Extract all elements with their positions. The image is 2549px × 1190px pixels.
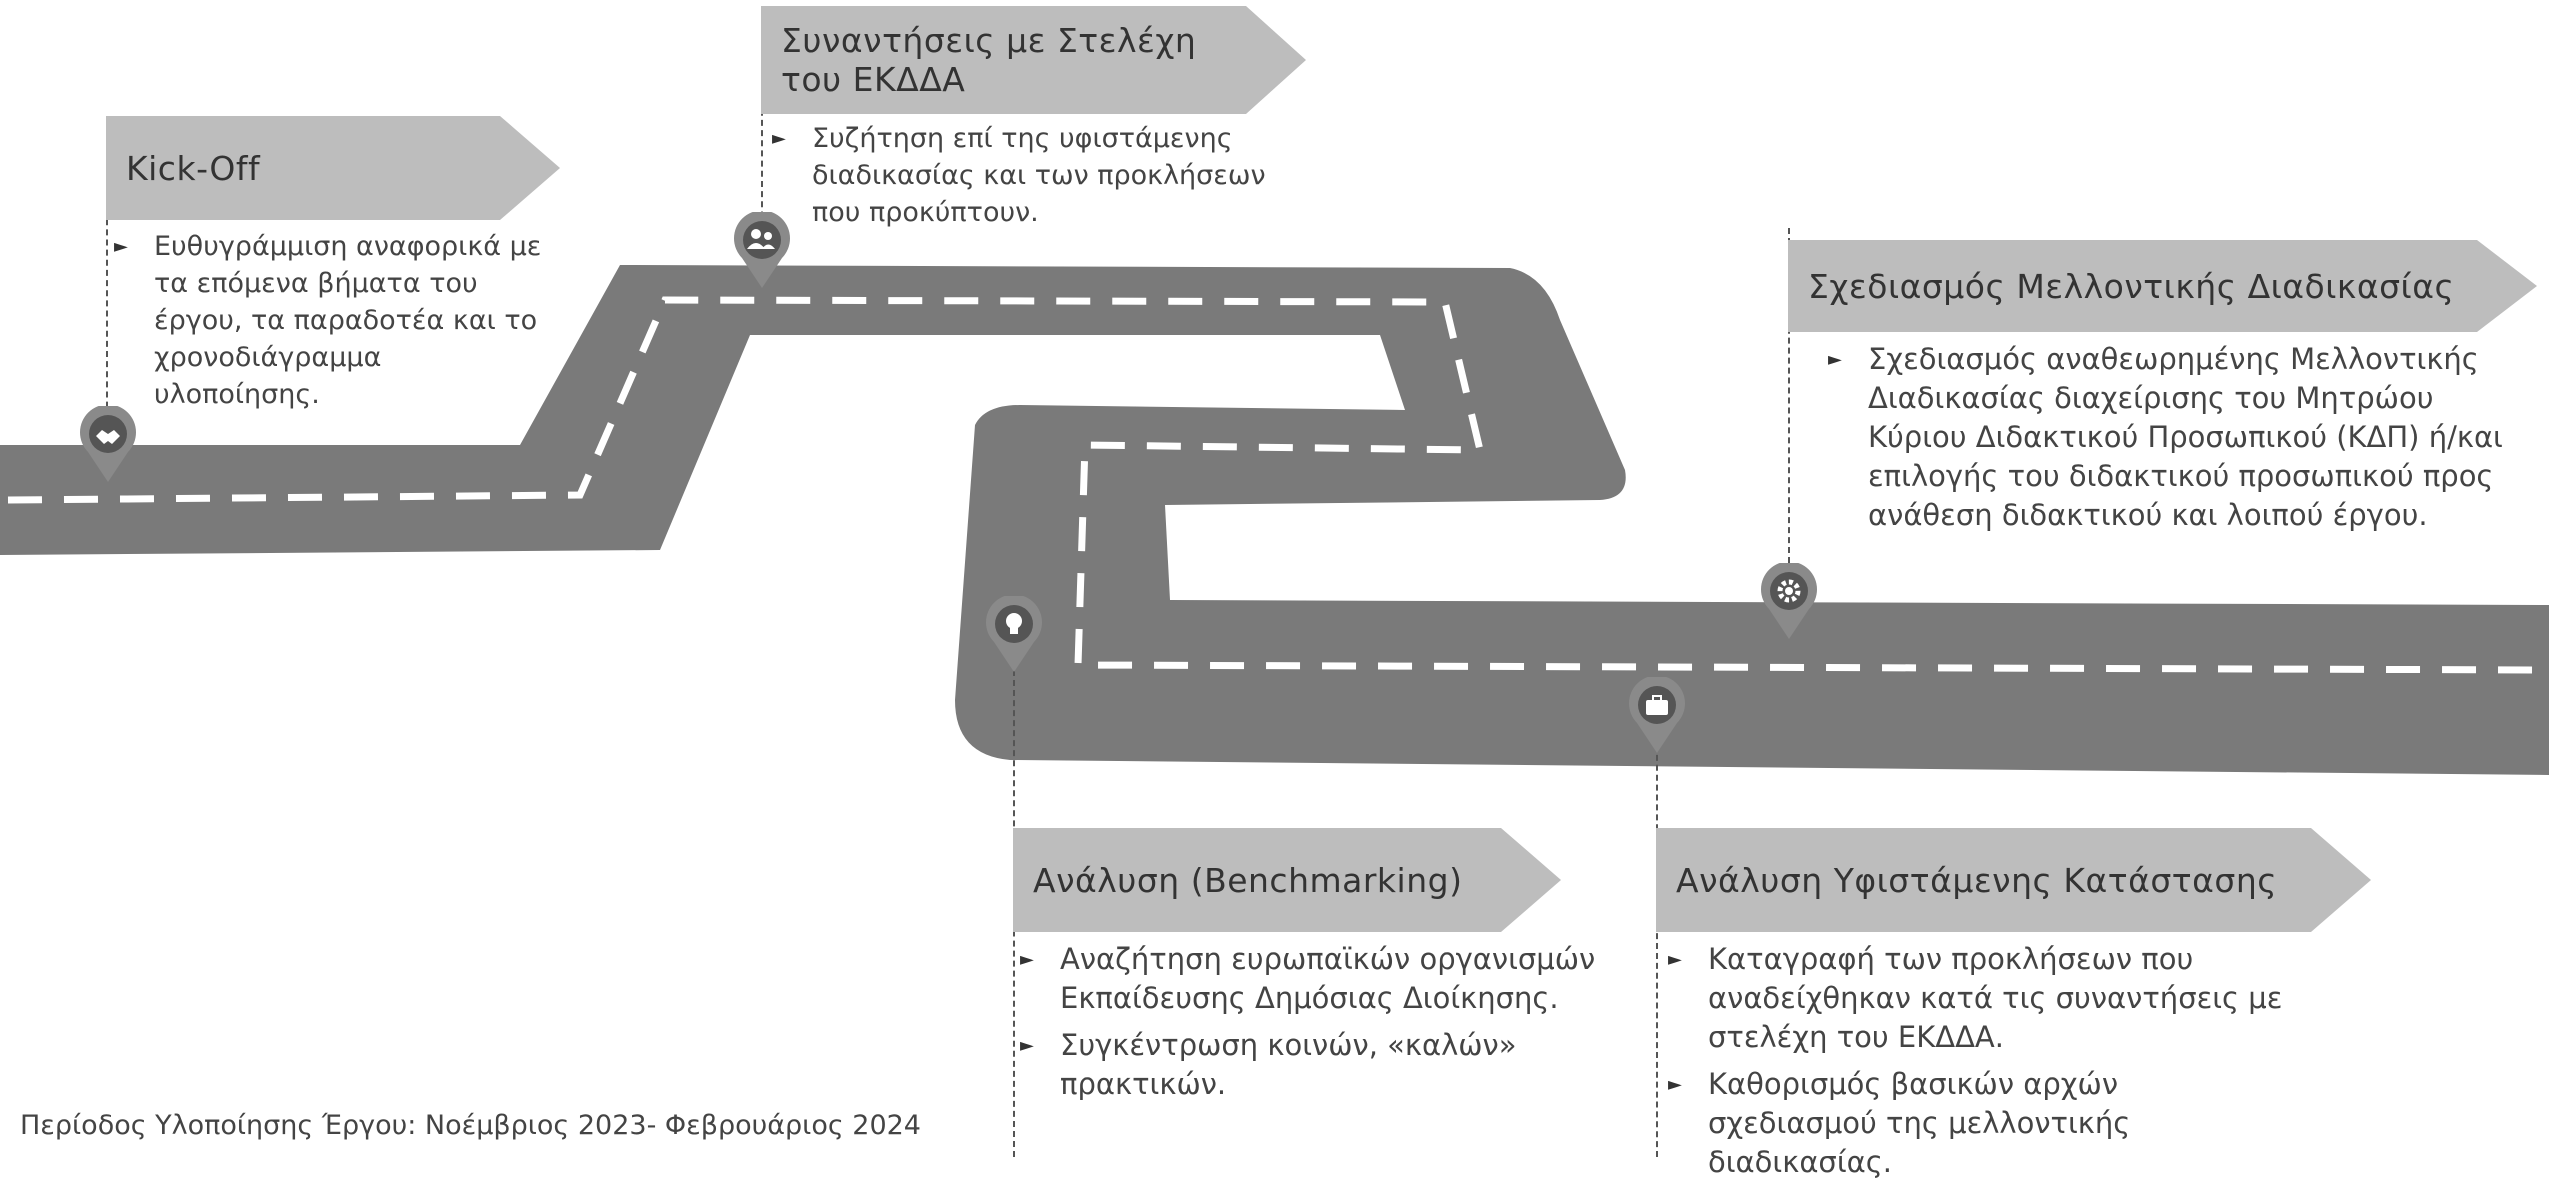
list-item: ►Καταγραφή των προκλήσεων που αναδείχθηκ… <box>1668 942 2283 1054</box>
current-title-flag: Ανάλυση Υφιστάμενης Κατάστασης <box>1656 828 2371 932</box>
list-item: ►Αναζήτηση ευρωπαϊκών οργανισμών Εκπαίδε… <box>1020 942 1596 1015</box>
benchmarking-title: Ανάλυση (Benchmarking) <box>1033 860 1463 900</box>
current-title: Ανάλυση Υφιστάμενης Κατάστασης <box>1676 860 2278 900</box>
benchmarking-bullets: ►Αναζήτηση ευρωπαϊκών οργανισμών Εκπαίδε… <box>1020 940 1600 1112</box>
bullet-arrow-icon: ► <box>772 128 786 149</box>
bullet-arrow-icon: ► <box>1020 949 1034 970</box>
bullet-arrow-icon: ► <box>1828 349 1842 370</box>
implementation-period: Περίοδος Υλοποίησης Έργου: Νοέμβριος 202… <box>20 1110 921 1141</box>
handshake-icon <box>96 430 120 444</box>
future-pin <box>1761 563 1817 639</box>
kickoff-connector <box>106 118 108 438</box>
list-item: ►Συζήτηση επί της υφιστάμενης διαδικασία… <box>772 120 1322 231</box>
meetings-bullets: ►Συζήτηση επί της υφιστάμενης διαδικασία… <box>772 120 1322 239</box>
current-bullets: ►Καταγραφή των προκλήσεων που αναδείχθηκ… <box>1668 940 2288 1190</box>
meetings-pin <box>734 212 790 288</box>
bullet-arrow-icon: ► <box>114 236 128 257</box>
current-connector <box>1656 745 1658 1157</box>
current-pin <box>1629 677 1685 753</box>
future-bullets: ►Σχεδιασμός αναθεωρημένης Μελλοντικής Δι… <box>1828 340 2528 543</box>
future-title: Σχεδιασμός Μελλοντικής Διαδικασίας <box>1808 266 2455 306</box>
road-path <box>0 265 2549 775</box>
briefcase-icon <box>1646 695 1668 715</box>
list-item: ►Καθορισμός βασικών αρχών σχεδιασμού της… <box>1668 1067 2131 1179</box>
kickoff-title-flag: Kick-Off <box>106 116 560 220</box>
meetings-title-line2: του ΕΚΔΔΑ <box>781 60 966 99</box>
meetings-title-flag: Συναντήσεις με Στελέχη του ΕΚΔΔΑ <box>761 6 1306 114</box>
road-body <box>0 265 2549 775</box>
list-item: ►Ευθυγράμμιση αναφορικά με τα επόμενα βή… <box>114 228 544 413</box>
road-dashes <box>7 296 2549 674</box>
benchmarking-pin <box>986 596 1042 672</box>
future-title-flag: Σχεδιασμός Μελλοντικής Διαδικασίας <box>1788 240 2537 332</box>
bullet-arrow-icon: ► <box>1668 949 1682 970</box>
list-item: ►Σχεδιασμός αναθεωρημένης Μελλοντικής Δι… <box>1828 342 2503 532</box>
list-item: ►Συγκέντρωση κοινών, «καλών» πρακτικών. <box>1020 1028 1517 1101</box>
lightbulb-icon <box>1006 613 1022 634</box>
future-connector <box>1788 228 1790 573</box>
kickoff-title: Kick-Off <box>126 148 261 188</box>
bullet-arrow-icon: ► <box>1020 1035 1034 1056</box>
people-icon <box>747 229 775 249</box>
benchmarking-title-flag: Ανάλυση (Benchmarking) <box>1013 828 1561 932</box>
kickoff-pin <box>80 406 136 482</box>
bullet-arrow-icon: ► <box>1668 1074 1682 1095</box>
kickoff-bullets: ►Ευθυγράμμιση αναφορικά με τα επόμενα βή… <box>114 228 544 421</box>
meetings-title-line1: Συναντήσεις με Στελέχη <box>781 21 1197 60</box>
gear-icon <box>1777 579 1801 603</box>
meetings-connector <box>761 8 763 248</box>
